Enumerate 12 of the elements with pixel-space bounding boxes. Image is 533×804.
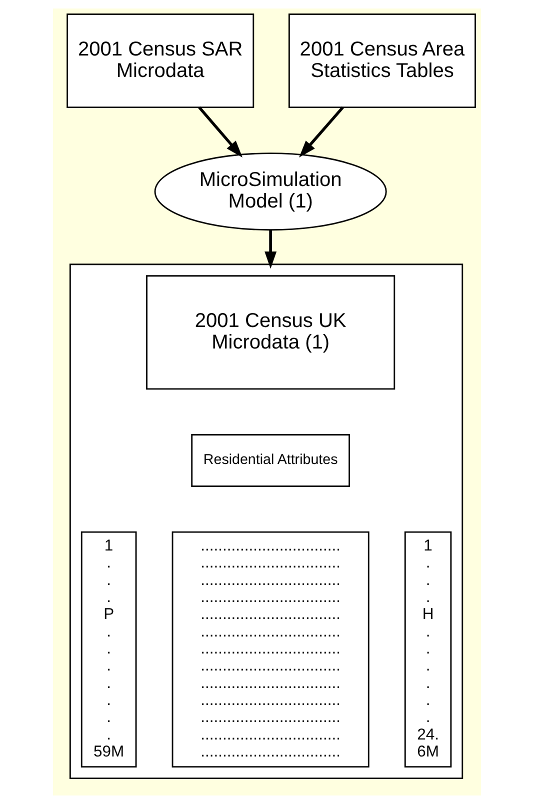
arrow — [198, 106, 242, 158]
cluster — [68, 264, 463, 779]
node-box: 2001 Census SAR Microdata — [66, 14, 254, 108]
node-box: 1 . . . H . . . . . . 24. 6M — [404, 531, 452, 768]
node-box: 2001 Census UK Microdata (1) — [146, 275, 395, 390]
node-ellipse: MicroSimulation Model (1) — [154, 152, 386, 231]
arrow — [298, 106, 344, 158]
node-box: 1 . . . P . . . . . . . 59M — [80, 531, 136, 768]
arrow — [264, 230, 276, 269]
node-box: ................................ ................................ ................................ ................................ ................................ ................................ ................................ ................................ ................................ ................................ ................................ ................................ ................................ — [171, 531, 369, 768]
node-box: Residential Attributes — [190, 434, 350, 487]
node-box: 2001 Census Area Statistics Tables — [288, 14, 476, 108]
